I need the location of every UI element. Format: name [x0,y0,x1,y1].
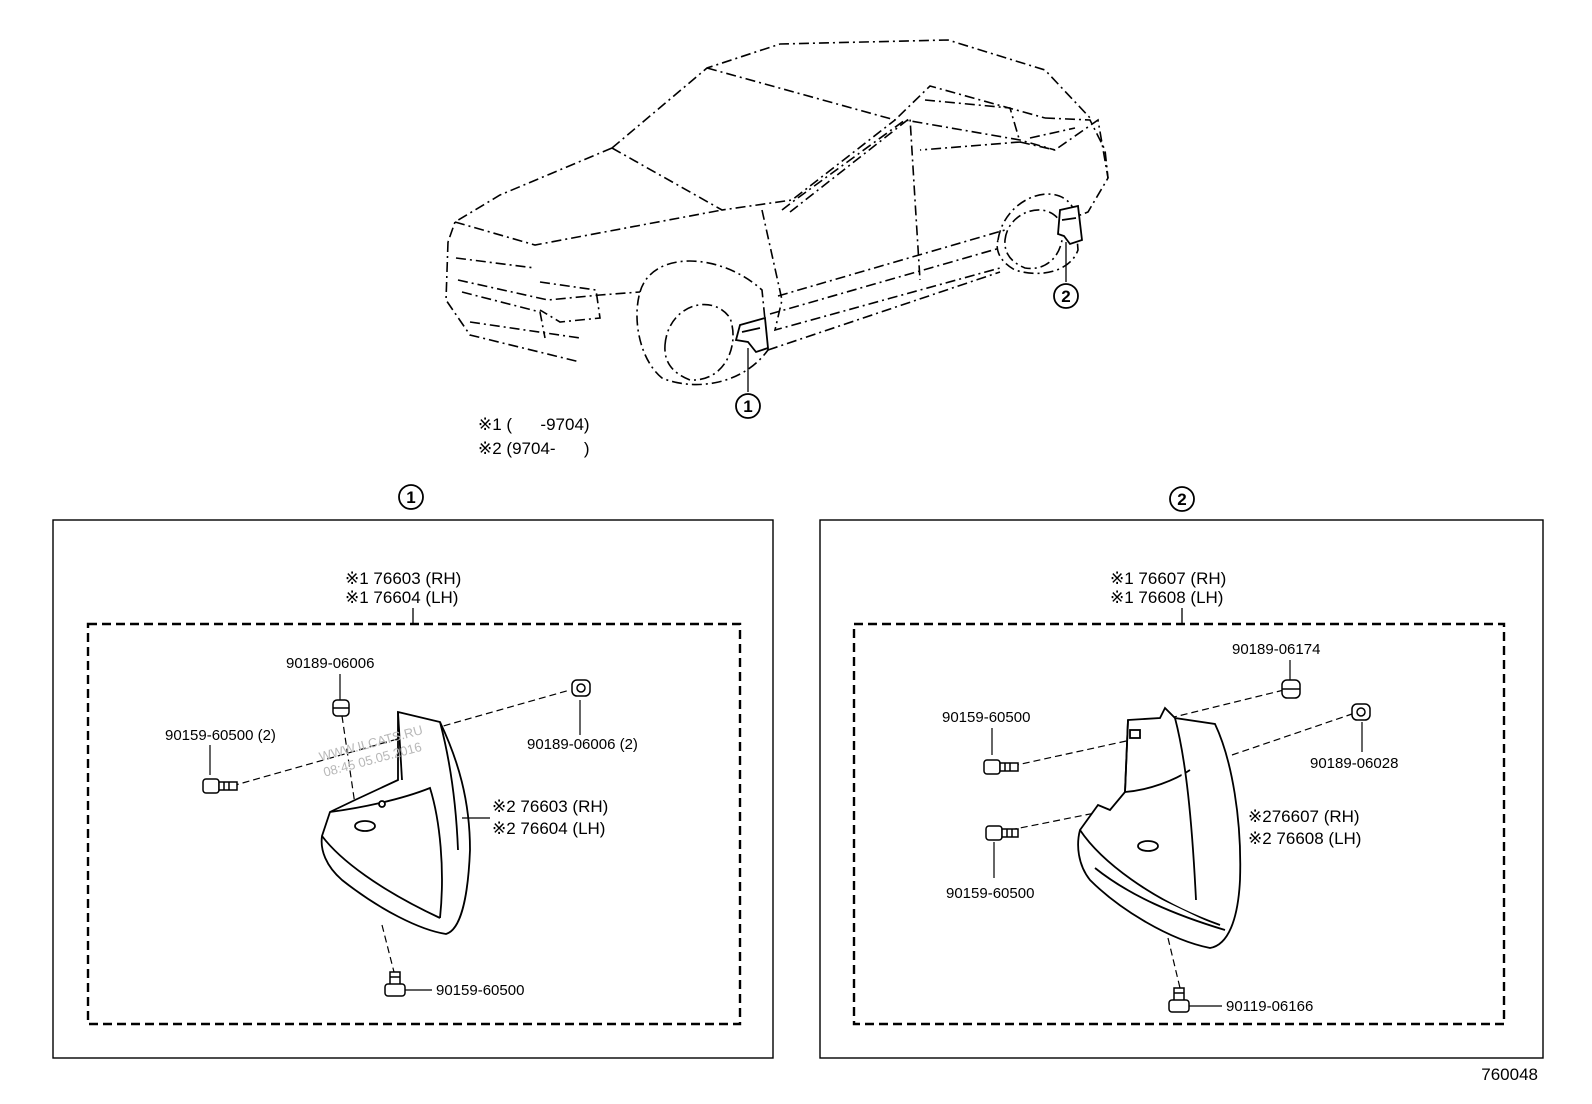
rear-panel-title: 2 [1177,490,1186,509]
front-bolt-lower-icon [384,971,406,997]
rear-bolt-mid-icon [985,825,1019,841]
rear-part-90159-60500-mid: 90159-60500 [946,885,1034,902]
front-panel-title: 1 [406,488,415,507]
front-part-90159-60500-bottom: 90159-60500 [436,982,524,999]
front-clip-upper-icon [332,699,350,717]
rear-clip-top-icon [1281,679,1301,699]
callout-2: 2 [1053,283,1079,309]
rear-mudguard-s2-lh: ※2 76608 (LH) [1248,829,1361,848]
legend-line-2: ※2 (9704- ) [478,439,590,458]
car-illustration [445,39,1109,386]
car-rear-mudguard [1057,204,1083,246]
car-front-mudguard [734,316,769,354]
front-mudguard-s2-lh: ※2 76604 (LH) [492,819,605,838]
callout-2-label: 2 [1061,287,1070,306]
rear-part-90189-06028: 90189-06028 [1310,755,1398,772]
rear-bolt-upper-icon [983,759,1019,775]
front-panel-frame [52,519,774,1059]
front-assembly-dashed-box [86,622,742,1026]
front-assembly-s1-rh: ※1 76603 (RH) [345,569,461,588]
figure-code: 760048 [1481,1065,1538,1084]
front-bolt-upper-icon [202,778,238,794]
rear-panel: 2 ※1 76607 (RH) ※1 76608 (LH) 90189-0617… [819,486,1544,1059]
rear-assembly-s1-lh: ※1 76608 (LH) [1110,588,1223,607]
front-part-90189-06006: 90189-06006 [286,655,374,672]
rear-part-90119-06166: 90119-06166 [1226,998,1313,1015]
front-assembly-s1-lh: ※1 76604 (LH) [345,588,458,607]
rear-part-90189-06174: 90189-06174 [1232,641,1320,658]
callout-1-label: 1 [743,397,752,416]
legend-line-1: ※1 ( -9704) [478,415,590,434]
rear-bolt-lower-icon [1168,987,1190,1013]
front-mudguard-s2-rh: ※2 76603 (RH) [492,797,608,816]
callout-1: 1 [735,393,761,419]
rear-assembly-dashed-box [852,622,1506,1026]
front-panel: 1 ※1 76603 (RH) ※1 76604 (LH) 90189-0600… [52,484,774,1059]
rear-assembly-s1-rh: ※1 76607 (RH) [1110,569,1226,588]
rear-mudguard-s2-rh: ※276607 (RH) [1248,807,1360,826]
rear-mudguard-icon [1077,706,1242,949]
front-mudguard-icon [320,710,471,935]
front-clip-right-icon [571,679,591,697]
rear-clip-right-icon [1351,703,1371,721]
front-part-90189-06006-qty2: 90189-06006 (2) [527,736,638,753]
front-part-90159-60500-qty2: 90159-60500 (2) [165,727,276,744]
rear-part-90159-60500-top: 90159-60500 [942,709,1030,726]
rear-panel-frame [819,519,1544,1059]
